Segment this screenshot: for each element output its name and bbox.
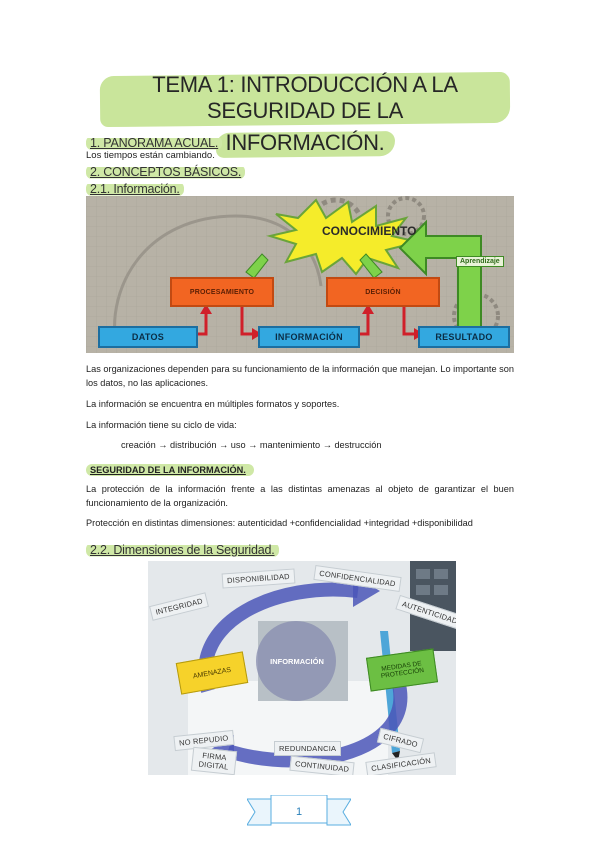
page-title: TEMA 1: INTRODUCCIÓN A LA SEGURIDAD DE L… xyxy=(100,70,510,158)
informacion-circle-label: INFORMACIÓN xyxy=(270,657,324,666)
page-number-ribbon xyxy=(247,795,351,826)
paragraph-dimensions: Protección en distintas dimensiones: aut… xyxy=(86,518,473,528)
subsection-2-2-heading: 2.2. Dimensiones de la Seguridad. xyxy=(86,541,279,559)
title-line-2: INFORMACIÓN. xyxy=(216,128,395,158)
information-diagram: CONOCIMIENTO PROCESAMIENTO DECISIÓN DATO… xyxy=(86,196,514,353)
paragraph-formats: La información se encuentra en múltiples… xyxy=(86,399,340,409)
tag-redundancia: REDUNDANCIA xyxy=(274,741,342,756)
seguridad-heading: SEGURIDAD DE LA INFORMACIÓN. xyxy=(86,460,254,478)
security-dimensions-image: DISPONIBILIDAD CONFIDENCIALIDAD INTEGRID… xyxy=(148,561,456,775)
conocimiento-label: CONOCIMIENTO xyxy=(322,224,417,238)
informacion-box: INFORMACIÓN xyxy=(258,326,360,348)
title-line-1: TEMA 1: INTRODUCCIÓN A LA SEGURIDAD DE L… xyxy=(100,70,510,126)
procesamiento-box: PROCESAMIENTO xyxy=(170,277,274,307)
aprendizaje-label: Aprendizaje xyxy=(456,256,504,267)
tag-firma-digital: FIRMA DIGITAL xyxy=(190,746,238,775)
paragraph-organizations: Las organizaciones dependen para su func… xyxy=(86,364,514,388)
decision-box: DECISIÓN xyxy=(326,277,440,307)
life-cycle-steps: creación → distribución → uso → mantenim… xyxy=(121,440,382,450)
paragraph-protection: La protección de la información frente a… xyxy=(86,484,514,508)
section-1-text: Los tiempos están cambiando. xyxy=(86,150,215,161)
subsection-2-1-heading: 2.1. Información. xyxy=(86,180,184,198)
page-number: 1 xyxy=(295,806,303,818)
resultado-box: RESULTADO xyxy=(418,326,510,348)
section-1-heading: 1. PANORAMA ACUAL. xyxy=(86,134,223,152)
datos-box: DATOS xyxy=(98,326,198,348)
paragraph-life-cycle: La información tiene su ciclo de vida: xyxy=(86,420,237,430)
section-2-heading: 2. CONCEPTOS BÁSICOS. xyxy=(86,163,246,181)
